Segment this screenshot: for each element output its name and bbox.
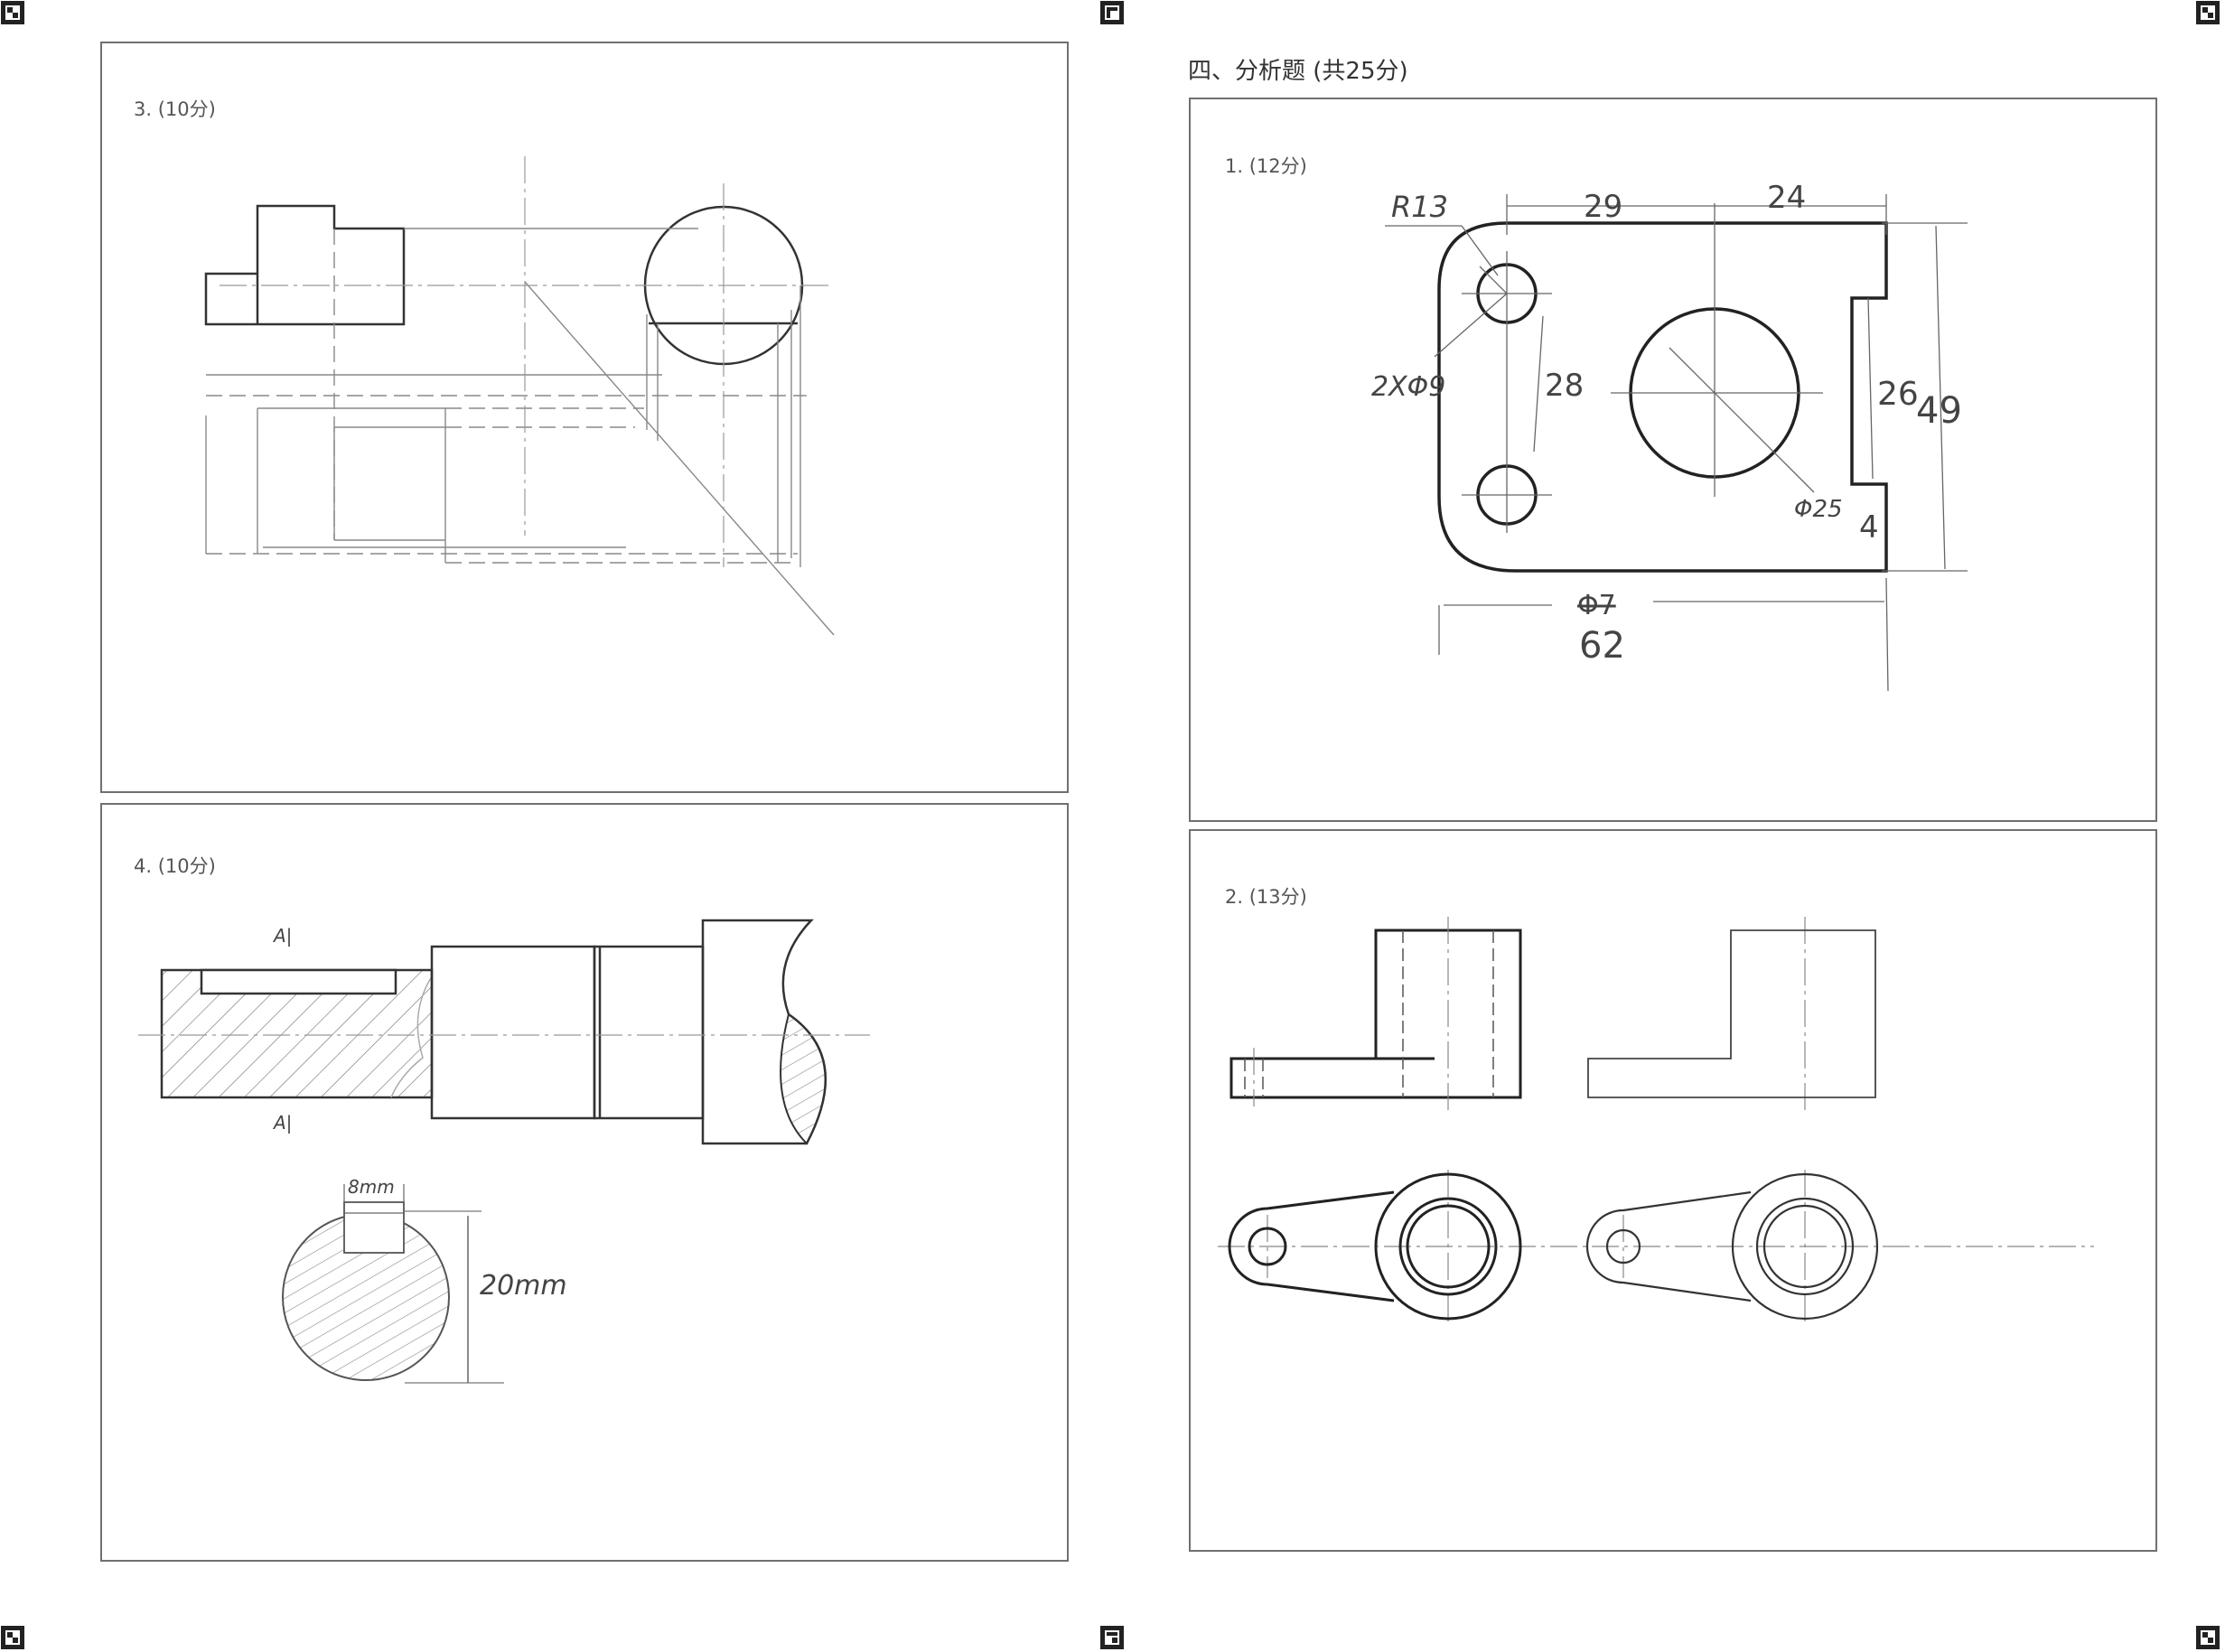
- registration-marker-top-left: [1, 1, 24, 24]
- top-left-dimension: 29: [1584, 189, 1622, 225]
- registration-marker-bottom-left: [1, 1626, 24, 1649]
- section-mark-top: A|: [272, 925, 292, 947]
- question-1-panel: 1. (12分): [1189, 98, 2157, 822]
- question-4-drawing: A| A| 8mm 20mm: [138, 919, 870, 1384]
- shaft-diameter-dimension: 20mm: [480, 1270, 567, 1302]
- vertical-spacing-dimension: 28: [1545, 368, 1584, 404]
- holes-dimension: 2XΦ9: [1371, 371, 1445, 403]
- registration-marker-bottom-right: [2196, 1626, 2220, 1649]
- section-mark-bottom: A|: [272, 1112, 292, 1134]
- question-1-label: 1. (12分): [1225, 155, 1307, 177]
- width-crossed-dimension: Φ7: [1577, 590, 1616, 621]
- question-3-label: 3. (10分): [134, 98, 216, 120]
- registration-marker-top-center: [1100, 1, 1124, 24]
- question-2-drawing: [1218, 917, 2094, 1323]
- radius-dimension: R13: [1391, 190, 1448, 224]
- right-inner-dimension: 26: [1877, 376, 1919, 413]
- question-2-label: 2. (13分): [1225, 886, 1307, 908]
- question-4-label: 4. (10分): [134, 855, 216, 877]
- notch-dimension: 4: [1859, 509, 1879, 546]
- registration-marker-bottom-center: [1100, 1626, 1124, 1649]
- question-3-drawing: [204, 156, 835, 636]
- question-2-panel: 2. (13分): [1189, 829, 2157, 1552]
- registration-marker-top-right: [2196, 1, 2220, 24]
- section-title: 四、分析题 (共25分): [1188, 58, 1408, 85]
- question-4-panel: 4. (10分) A| A| 8mm 20: [100, 803, 1069, 1562]
- question-1-drawing: R13 2XΦ9 29 24 28 26 49 Φ25 4 Φ7 62: [1371, 180, 1968, 692]
- right-outer-dimension: 49: [1916, 390, 1962, 432]
- question-3-panel: 3. (10分): [100, 42, 1069, 793]
- width-dimension: 62: [1579, 625, 1625, 667]
- top-right-dimension: 24: [1767, 180, 1806, 216]
- key-width-dimension: 8mm: [348, 1176, 395, 1198]
- big-hole-dimension: Φ25: [1794, 496, 1843, 523]
